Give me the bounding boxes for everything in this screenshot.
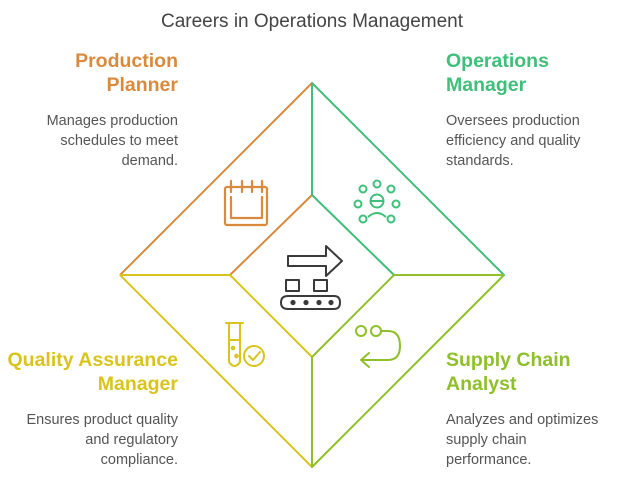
operations-manager-description: Oversees production efficiency and quali… bbox=[446, 113, 581, 169]
team-network-icon bbox=[353, 179, 401, 224]
supply-quadrant-border bbox=[311, 274, 505, 468]
quality-assurance-manager-title: Quality Assurance Manager bbox=[7, 349, 178, 395]
production-planner-title: Production Planner bbox=[75, 50, 178, 96]
test-tube-check-icon bbox=[225, 322, 265, 367]
quality-assurance-manager-description: Ensures product quality and regulatory c… bbox=[26, 412, 178, 468]
production-planner-description: Manages production schedules to meet dem… bbox=[46, 113, 178, 169]
center-diamond bbox=[230, 195, 394, 357]
diagram-title: Careers in Operations Management bbox=[160, 11, 464, 32]
route-flow-icon bbox=[355, 325, 401, 368]
calendar-icon bbox=[223, 179, 269, 227]
supply-chain-analyst-title: Supply Chain Analyst bbox=[446, 349, 571, 395]
operations-manager-title: Operations Manager bbox=[446, 50, 549, 96]
conveyor-belt-icon bbox=[280, 245, 343, 310]
supply-chain-analyst-description: Analyzes and optimizes supply chain perf… bbox=[446, 412, 599, 468]
